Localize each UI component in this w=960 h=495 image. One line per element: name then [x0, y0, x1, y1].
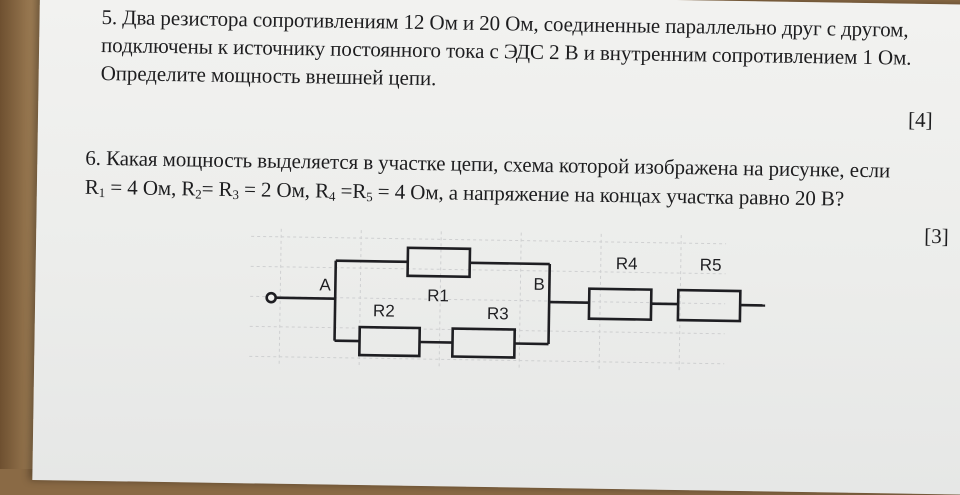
- resistor-r3: [452, 329, 514, 358]
- resistor-r4: [589, 289, 651, 320]
- r2-label: R2: [373, 301, 395, 320]
- resistor-r1: [408, 248, 470, 277]
- node-a-label: A: [319, 275, 331, 294]
- r5-label: R5: [700, 255, 722, 274]
- node-b-label: B: [533, 275, 545, 294]
- circuit-diagram: A B R1 R2 R3 R4 R5: [32, 0, 960, 495]
- resistor-r5: [678, 290, 740, 321]
- worksheet-page: 5. Два резистора сопротивлениям 12 Ом и …: [32, 0, 960, 495]
- r3-label: R3: [487, 304, 509, 323]
- wire-bottom-right: [515, 343, 549, 344]
- wire-node-a: [335, 261, 336, 341]
- wire-b-to-r4: [549, 302, 589, 303]
- r4-label: R4: [616, 254, 638, 273]
- wire-input: [275, 298, 335, 299]
- resistor-r2: [359, 327, 419, 356]
- wire-node-b: [549, 264, 550, 344]
- wire-top-left: [336, 261, 408, 262]
- wire-bottom-mid: [420, 342, 453, 343]
- r1-label: R1: [427, 286, 449, 305]
- input-terminal: [267, 293, 276, 302]
- wire-top-right: [470, 263, 550, 264]
